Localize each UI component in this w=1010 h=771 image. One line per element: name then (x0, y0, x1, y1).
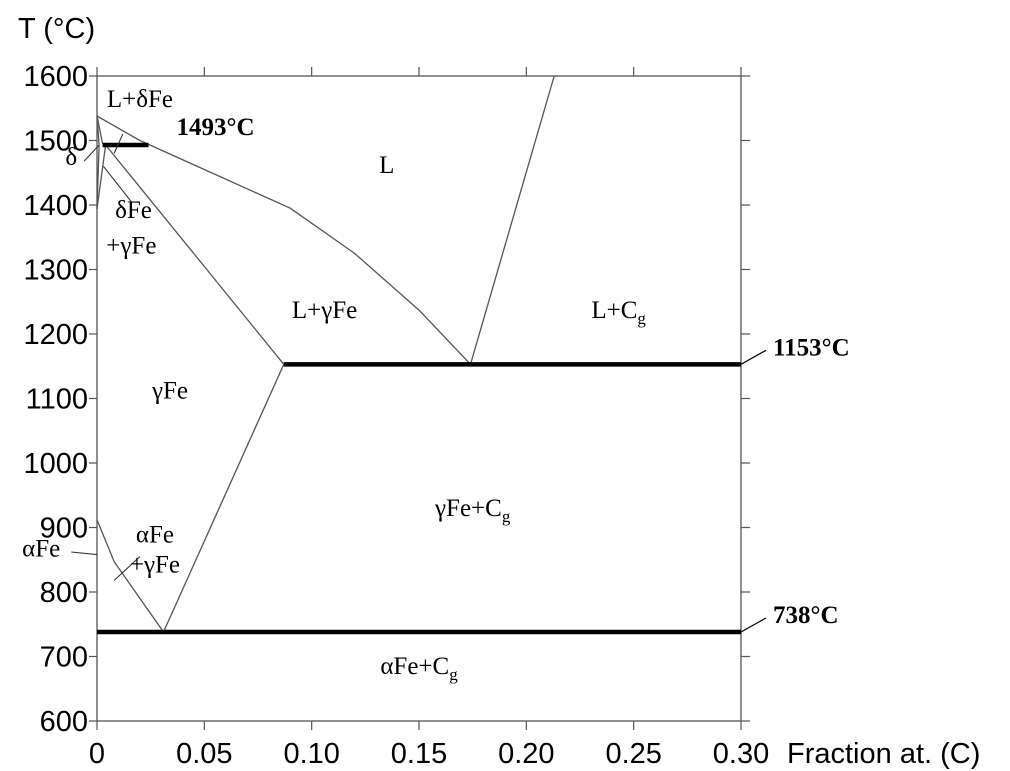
y-tick-label-6: 1200 (23, 319, 88, 351)
y-tick-label-0: 600 (40, 706, 88, 738)
leader-line-4 (113, 556, 141, 581)
isotherm-connector-1 (740, 349, 767, 365)
x-tick-label-0: 0 (89, 738, 105, 770)
phase-label-12: αFe+Cg (380, 653, 458, 684)
y-tick-label-10: 1600 (23, 61, 88, 93)
isotherm-label-2: 738°C (773, 602, 839, 629)
leader-line-1 (83, 144, 100, 162)
phase-boundary-4 (162, 364, 285, 633)
y-tick-label-5: 1100 (26, 384, 88, 416)
leader-line-2 (103, 165, 132, 203)
isotherm-lines (97, 142, 741, 635)
isotherm-label-1: 1153°C (773, 334, 850, 361)
phase-boundaries (96, 75, 555, 633)
y-tick-label-9: 1500 (23, 126, 88, 158)
phase-label-11: αFe (22, 536, 60, 563)
phase-label-6: L+Cg (591, 297, 646, 328)
isotherm-labels: 1493°C 1153°C 738°C (177, 114, 850, 629)
phase-label-3: δFe (115, 197, 152, 224)
y-tick-label-4: 1000 (23, 448, 88, 480)
x-tick-label-4: 0.20 (498, 738, 554, 770)
isotherm-connector-2 (740, 617, 767, 633)
phase-label-0: L (379, 152, 394, 179)
label-leader-lines (71, 133, 767, 633)
x-axis-label: Fraction at. (C) (787, 738, 980, 770)
y-tick-label-7: 1300 (23, 255, 88, 287)
y-tick-label-2: 800 (40, 577, 88, 609)
phase-boundary-5 (96, 519, 165, 633)
x-tick-label-3: 0.15 (391, 738, 447, 770)
y-tick-labels: 600 700 800 900 1000 1100 1200 1300 1400 1500 1600 (23, 61, 88, 738)
y-axis-label: T (°C) (18, 13, 95, 45)
y-tick-label-3: 900 (40, 513, 88, 545)
tick-marks (89, 67, 750, 730)
phase-label-1: L+δFe (107, 86, 173, 113)
leader-line-3 (71, 551, 98, 556)
x-tick-label-1: 0.05 (176, 738, 232, 770)
x-tick-labels: 0 0.05 0.10 0.15 0.20 0.25 0.30 (89, 738, 769, 770)
phase-label-2: δ (65, 144, 77, 171)
x-tick-label-5: 0.25 (605, 738, 661, 770)
phase-boundary-0 (96, 115, 471, 365)
phase-boundary-1 (469, 75, 555, 365)
phase-label-4: +γFe (106, 232, 156, 259)
phase-label-5: L+γFe (292, 297, 357, 324)
phase-label-10: +γFe (130, 552, 180, 579)
y-tick-label-8: 1400 (23, 190, 88, 222)
phase-boundary-3 (105, 144, 285, 365)
leader-line-0 (113, 133, 124, 154)
phase-label-8: γFe+Cg (434, 495, 511, 526)
isotherm-label-0: 1493°C (177, 114, 255, 141)
y-tick-label-1: 700 (40, 642, 88, 674)
phase-label-7: γFe (151, 378, 188, 405)
phase-boundary-7 (96, 144, 107, 209)
x-tick-label-6: 0.30 (713, 738, 769, 770)
phase-label-9: αFe (136, 521, 174, 548)
x-tick-label-2: 0.10 (283, 738, 339, 770)
plot-frame (96, 75, 742, 722)
